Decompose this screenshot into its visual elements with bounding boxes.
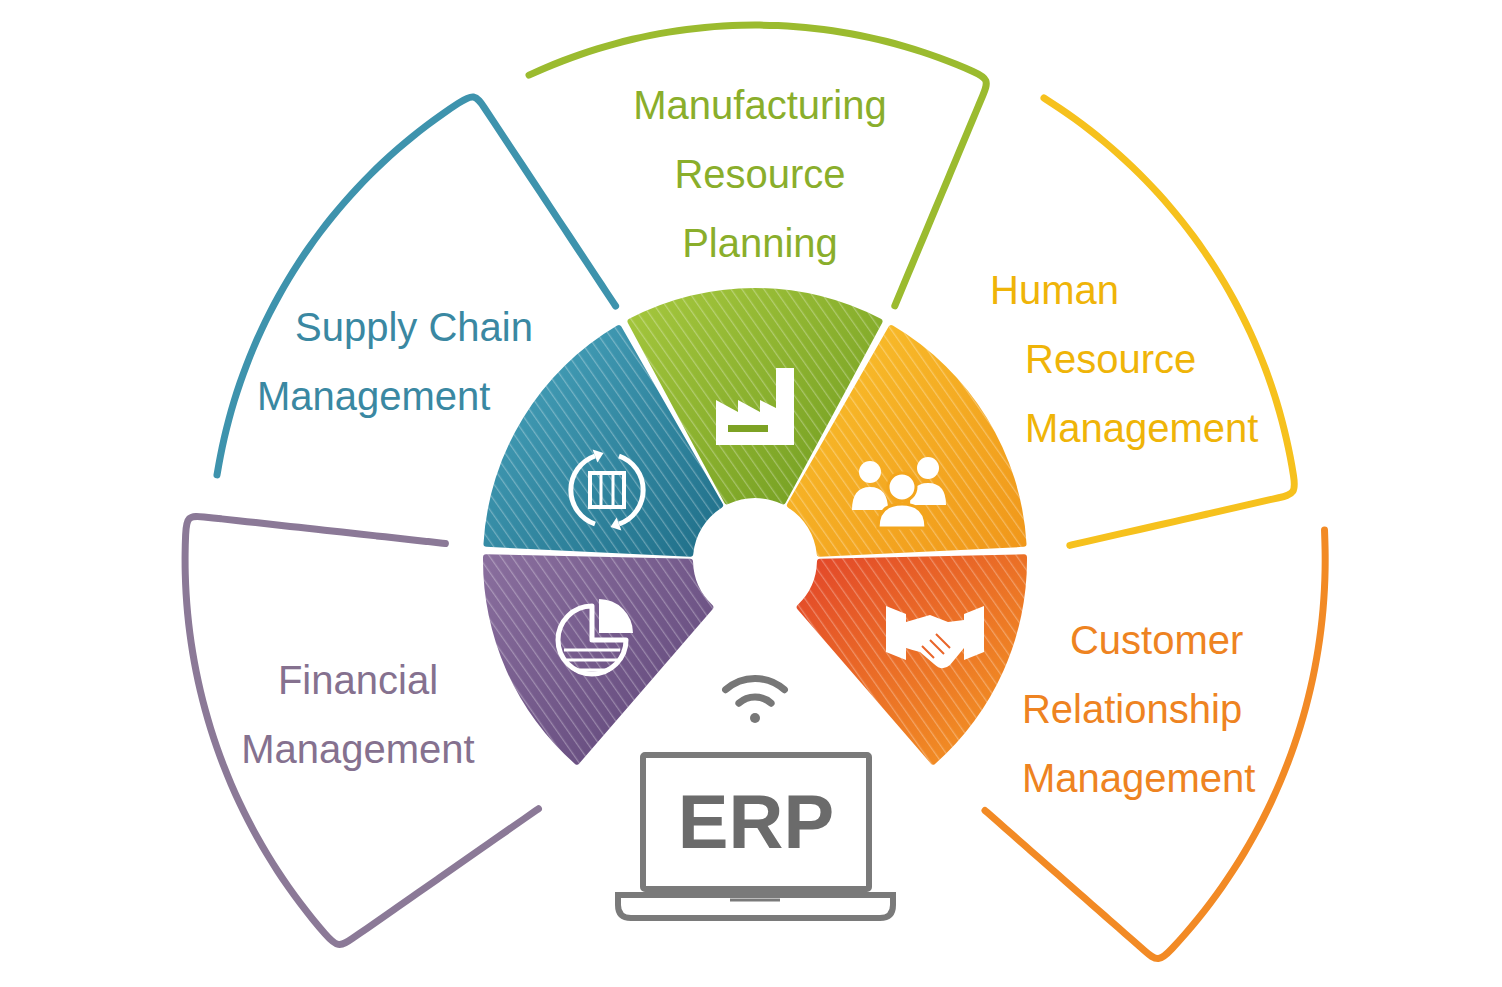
module-label: Supply Chain Management [257,293,542,431]
sector-hatch [787,325,1027,557]
finger-lines [922,634,950,658]
people-icon [852,457,946,528]
module-icons [558,368,984,674]
person-head [888,473,916,501]
segment-outline-path [529,25,986,306]
module-label: Financial Management [238,646,478,784]
screen-label: ERP [678,784,834,860]
factory-window [728,425,768,432]
wifi-arc [739,697,771,703]
pie-slice [599,599,633,633]
module-segment: Financial Management [177,507,546,956]
hatched-sector [483,554,713,764]
wifi-arc [726,678,785,689]
pie-chart-icon [558,599,633,674]
laptop-screen: ERP [640,752,872,892]
person-body [878,504,926,528]
segment-outline [977,522,1333,971]
segment-outline-path [1044,98,1294,545]
sector-hatch [797,554,1027,764]
crate-line [612,473,615,507]
arrow-head [593,449,604,462]
factory-symbol [716,368,794,445]
module-label: Customer Relationship Management [1022,606,1282,813]
sleeve-cuff [964,606,984,660]
person-head [917,457,939,479]
segment-outline [209,85,624,483]
pie-hatch [564,650,620,670]
crate-line [600,473,603,507]
laptop-notch [730,899,780,902]
segment-outline-path [985,530,1325,959]
hatched-sector [797,554,1027,764]
hatched-sectors [483,288,1027,765]
supply-chain-icon [571,456,643,524]
module-segment: Human Resource Management [1036,90,1304,553]
segment-outline [1036,90,1304,553]
module-segment: Supply Chain Management [209,85,624,483]
laptop-base [618,895,893,918]
handshake-icon [886,606,984,668]
segment-outline-path [185,517,538,945]
person-body [852,487,888,510]
sleeve-cuff [886,606,906,660]
factory-icon [716,368,794,445]
hands-symbol [906,615,964,668]
arrow-head [611,517,622,530]
sector-fill [787,325,1027,557]
wifi-dot [750,713,760,723]
module-segment: Customer Relationship Management [977,522,1333,971]
sector-fill [797,554,1027,764]
person-head [859,461,881,483]
module-label: Manufacturing Resource Planning [610,71,910,278]
crate-symbol [590,473,624,507]
segment-outline-path [217,97,616,475]
sector-fill [483,554,713,764]
wifi-symbol [726,678,785,723]
sector-hatch [483,554,713,764]
module-label: Human Resource Management [990,256,1285,463]
hatched-sector [787,325,1027,557]
